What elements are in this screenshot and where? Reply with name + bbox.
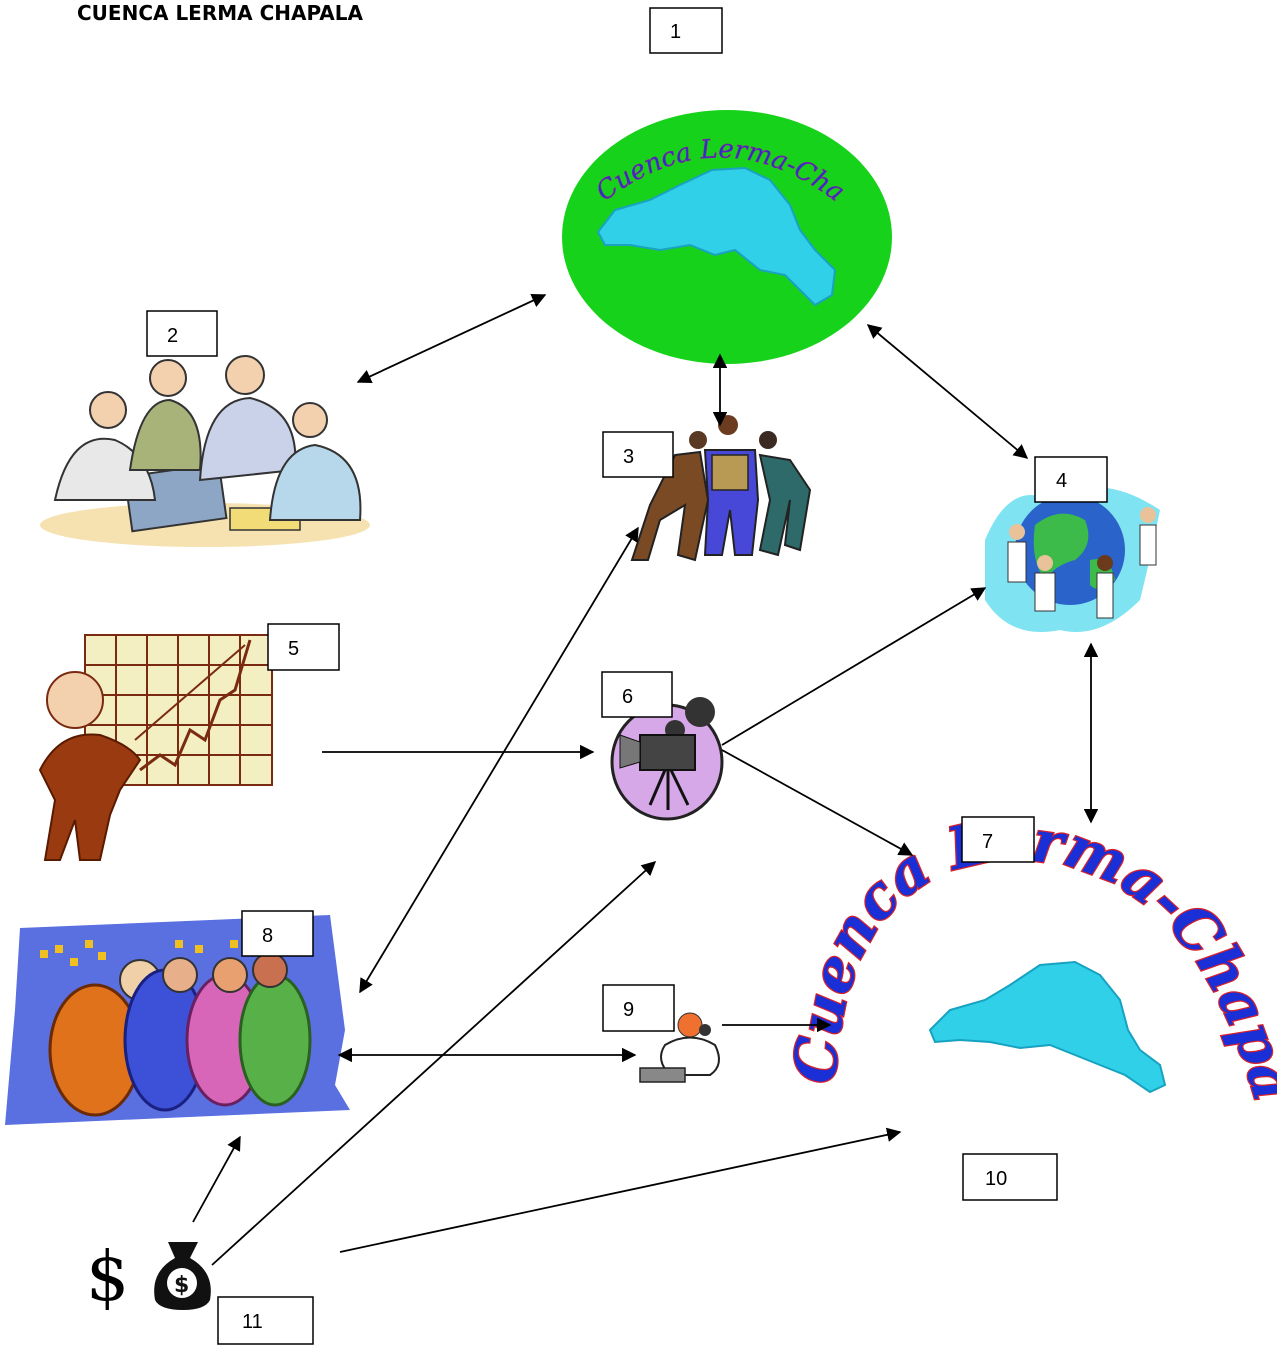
dollar-sign-icon: $ [86, 1238, 129, 1317]
arrow-8-3 [359, 526, 639, 994]
label-box-8: 8 [241, 910, 314, 957]
label-box-2-text: 2 [167, 325, 178, 347]
label-box-3: 3 [602, 431, 674, 478]
label-box-5: 5 [267, 623, 340, 671]
label-box-9-text: 9 [623, 999, 634, 1021]
label-box-6-text: 6 [622, 686, 633, 708]
label-box-4-text: 4 [1056, 470, 1067, 492]
label-box-7-text: 7 [982, 831, 993, 853]
arrow-1-4 [866, 324, 1029, 459]
struggle-people-icon [630, 415, 812, 562]
label-box-1: 1 [649, 7, 723, 54]
arrow-11-8 [192, 1135, 241, 1223]
arrow-11-10 [339, 1127, 902, 1253]
meeting-people-icon [40, 355, 370, 547]
money-bag-icon: $ [154, 1242, 211, 1310]
label-box-7: 7 [961, 816, 1035, 863]
label-box-9: 9 [602, 984, 675, 1032]
label-box-1-text: 1 [670, 21, 681, 43]
team-group-icon [5, 915, 350, 1125]
arrow-6-4 [721, 587, 987, 746]
label-box-4: 4 [1034, 456, 1108, 503]
connector-arrows [192, 293, 1099, 1266]
people-around-globe-icon [985, 487, 1160, 632]
lake-map-icon [928, 960, 1167, 1094]
arrow-2-1 [356, 293, 547, 384]
label-box-2: 2 [146, 310, 218, 357]
label-box-8-text: 8 [262, 925, 273, 947]
basin-map-icon: Cuenca Lerma-Chapala [0, 0, 892, 364]
page-title: CUENCA LERMA CHAPALA [77, 1, 364, 25]
label-box-10: 10 [962, 1153, 1058, 1201]
label-box-6: 6 [601, 671, 673, 718]
presenter-chart-icon [38, 634, 273, 861]
arrow-11-6 [211, 861, 657, 1266]
label-box-11: 11 [217, 1296, 314, 1345]
label-box-5-text: 5 [288, 638, 299, 660]
label-box-10-text: 10 [985, 1168, 1007, 1190]
label-box-3-text: 3 [623, 446, 634, 468]
money-bag-symbol: $ [174, 1273, 189, 1298]
telephone-person-icon [639, 1012, 720, 1083]
label-box-11-text: 11 [242, 1311, 263, 1333]
arrow-6-7 [721, 749, 914, 856]
dollar-sign: $ [86, 1238, 129, 1317]
